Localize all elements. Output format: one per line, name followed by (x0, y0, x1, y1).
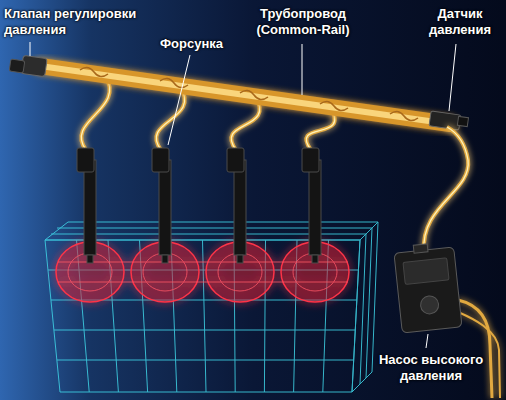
high-pressure-pump (393, 241, 462, 333)
part-label: Насос высокого давления (376, 352, 486, 384)
part-label: Форсунка (160, 36, 250, 52)
leader-line (426, 334, 428, 348)
pressure-valve (9, 55, 47, 76)
cylinders (56, 242, 349, 302)
leader-line (30, 42, 31, 56)
cylinder-stripe (58, 262, 348, 282)
part-label: Клапан регулировки давления (4, 6, 154, 38)
rail-highlight (40, 66, 450, 124)
injector-body (84, 160, 96, 255)
valve-body (21, 55, 47, 76)
injector-tip (312, 255, 318, 263)
block-front (45, 240, 360, 392)
injector-head (152, 148, 169, 172)
cylinder-ring (143, 253, 187, 291)
sensor-plug (457, 116, 468, 126)
part-label: Датчик давления (418, 6, 502, 38)
common-rail (40, 66, 450, 124)
injector-tip (87, 255, 93, 263)
pump-detail (403, 258, 449, 284)
leader-line (449, 44, 456, 111)
leader-lines (30, 42, 456, 348)
part-label: Трубопровод (Common-Rail) (244, 6, 362, 38)
injector-head (302, 148, 319, 172)
return-line (70, 185, 330, 187)
cylinder-ring (293, 253, 337, 291)
cylinder-ring (218, 253, 262, 291)
block-grid (51, 228, 372, 384)
leader-line (168, 55, 190, 145)
injector-tip (162, 255, 168, 263)
leader-line (302, 44, 303, 95)
pump-body (394, 247, 462, 333)
rail-detail (80, 67, 418, 120)
sensor-body (429, 111, 461, 130)
injector-head (77, 148, 94, 172)
injector-head (227, 148, 244, 172)
pump-outlet (413, 244, 428, 253)
valve-cap (9, 59, 25, 73)
injectors (77, 148, 321, 263)
injector-body (309, 160, 321, 255)
pump-detail (420, 295, 440, 315)
injector-body (234, 160, 246, 255)
pipe (81, 75, 109, 150)
pipe-highlight (424, 127, 468, 252)
cylinder-ring (68, 253, 112, 291)
pipe (424, 127, 468, 252)
pipe-highlight (81, 75, 109, 150)
injector-tip (237, 255, 243, 263)
rail-tube (40, 66, 450, 124)
injector-body (159, 160, 171, 255)
